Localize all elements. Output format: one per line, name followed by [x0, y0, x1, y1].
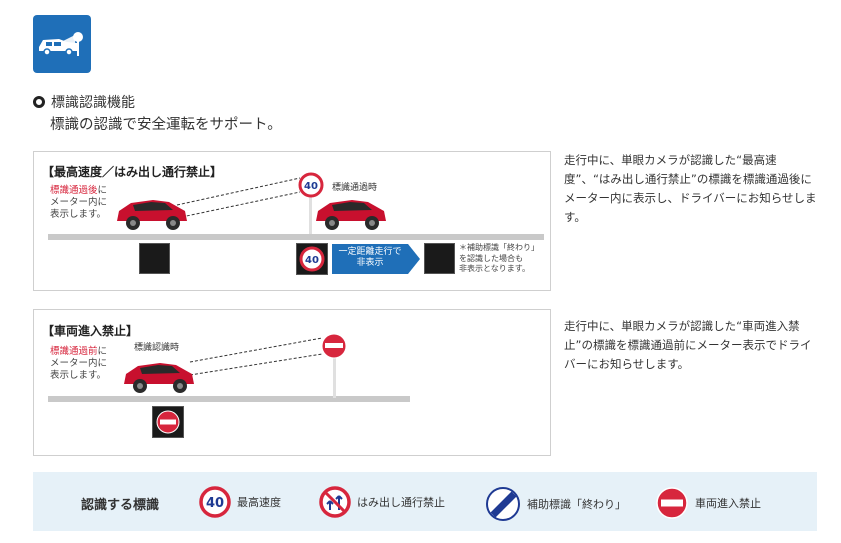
aux-note-line2: を認識した場合も [459, 253, 523, 263]
legend-label: 車両進入禁止 [695, 497, 761, 510]
meter-display-empty [139, 243, 170, 274]
panel1-note-line2: メーター内に [50, 197, 108, 208]
panel2-note-line2: メーター内に [50, 358, 108, 369]
panel2-recognition-label: 標識認識時 [134, 343, 180, 353]
recognized-signs-legend: 認識する標識 40 最高速度 はみ出し通行禁止 補助標識「終わり」 車両進入禁止 [33, 472, 817, 531]
svg-text:40: 40 [305, 255, 319, 266]
sign-pole [333, 358, 336, 398]
legend-label: 補助標識「終わり」 [527, 498, 626, 511]
legend-item-no-entry: 車両進入禁止 [655, 486, 761, 520]
sign-pole [309, 194, 312, 234]
panel2-note-line3: 表示します。 [50, 370, 107, 381]
no-entry-sign-icon [156, 410, 180, 434]
sight-line [176, 177, 301, 206]
aux-note-line1: ＊補助標識「終わり」 [459, 243, 539, 252]
car-2-illustration [316, 200, 386, 230]
panel2-note-rest: に [97, 346, 108, 357]
no-entry-sign-icon [321, 333, 347, 359]
arrow-box [332, 244, 420, 274]
sight-line [189, 353, 323, 376]
meter-display-with-sign: 40 [296, 243, 328, 275]
panel2-description: 走行中に、単眼カメラが認識した“車両進入禁止”の標識を標識通過前にメーター表示で… [564, 319, 812, 371]
no-overtaking-sign-icon [319, 486, 351, 518]
panel2-note-highlight: 標識通過前 [50, 346, 98, 357]
meter-display-no-entry [152, 406, 184, 438]
legend-label: 最高速度 [237, 496, 281, 509]
feature-title-text: 標識認識機能 [51, 95, 135, 111]
speed-overtake-panel [33, 151, 551, 291]
speed-limit-40-sign-icon: 40 [299, 246, 325, 272]
svg-text:40: 40 [206, 496, 224, 511]
sight-line [189, 337, 323, 363]
end-of-restriction-sign-icon [486, 487, 520, 521]
panel1-note-line3: 表示します。 [50, 209, 107, 220]
panel2-road [48, 396, 410, 402]
aux-note-line3: 非表示となります。 [459, 264, 530, 273]
panel1-title: 【最高速度／はみ出し通行禁止】 [42, 165, 223, 179]
panel1-road [48, 234, 544, 240]
legend-item-speed-limit: 40 最高速度 [199, 486, 281, 518]
panel1-passing-label: 標識通過時 [332, 183, 378, 193]
panel1-note-rest: に [97, 185, 108, 196]
panel1-description: 走行中に、単眼カメラが認識した“最高速度”、“はみ出し通行禁止”の標識を標識通過… [564, 153, 817, 224]
no-entry-panel [33, 309, 551, 456]
svg-text:40: 40 [304, 181, 318, 192]
arrow-text: 一定距離走行で 非表示 [335, 247, 405, 269]
legend-title: 認識する標識 [81, 498, 160, 513]
legend-item-no-overtaking: はみ出し通行禁止 [319, 486, 445, 518]
feature-subtitle: 標識の認識で安全運転をサポート。 [50, 117, 282, 133]
feature-title: 標識認識機能 [33, 92, 135, 112]
legend-item-end-of-restriction: 補助標識「終わり」 [485, 486, 626, 522]
auxiliary-sign-note: ＊補助標識「終わり」 を認識した場合も 非表示となります。 [459, 243, 539, 275]
arrow-text-line2: 非表示 [356, 258, 384, 268]
car-1-illustration [117, 200, 187, 230]
car-3-illustration [124, 363, 194, 393]
no-entry-sign-icon [656, 487, 688, 519]
panel2-title: 【車両進入禁止】 [42, 324, 139, 338]
meter-display-empty [424, 243, 455, 274]
panel1-note-highlight: 標識通過後 [50, 185, 98, 196]
sight-line [176, 191, 301, 219]
legend-label: はみ出し通行禁止 [357, 496, 445, 509]
speed-limit-40-sign-icon: 40 [199, 486, 231, 518]
speed-limit-40-sign-icon: 40 [298, 172, 324, 198]
arrow-text-line1: 一定距離走行で [338, 247, 402, 257]
car-camera-icon [39, 32, 83, 56]
panel2-note: 標識通過前に メーター内に 表示します。 [50, 346, 107, 382]
panel1-note: 標識通過後に メーター内に 表示します。 [50, 185, 107, 221]
feature-logo [33, 15, 91, 73]
ring-bullet-icon [33, 96, 45, 108]
